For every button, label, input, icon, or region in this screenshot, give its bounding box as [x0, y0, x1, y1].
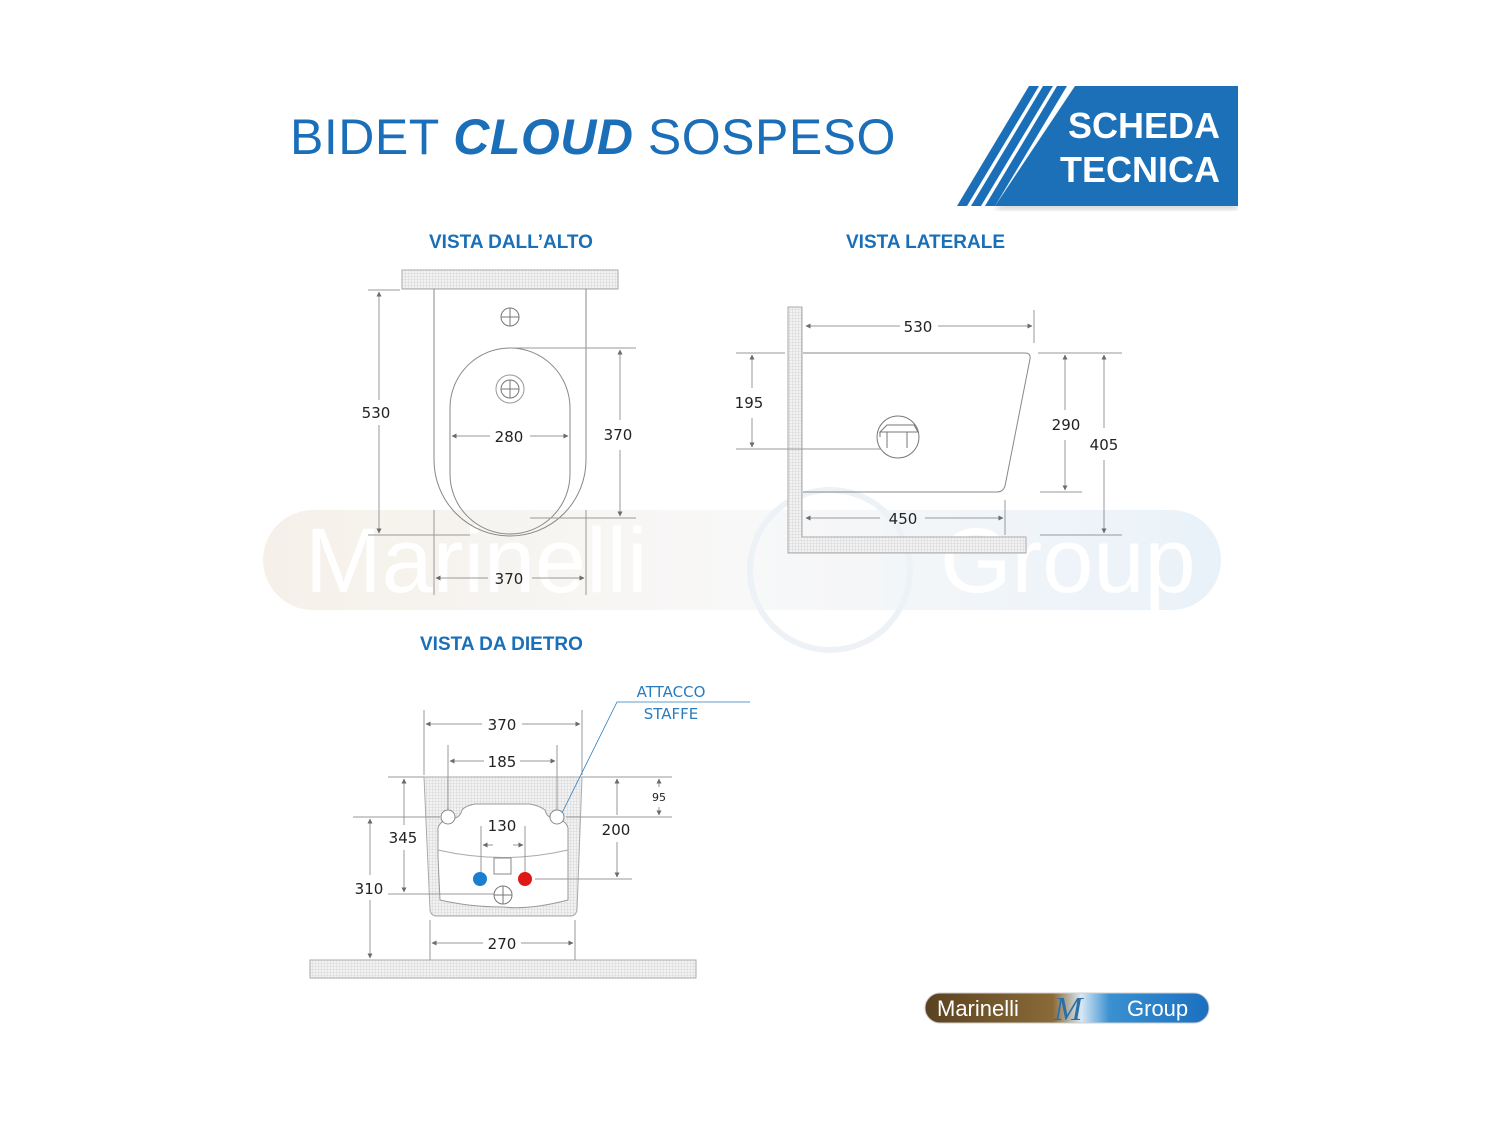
- badge-line2: TECNICA: [1060, 149, 1220, 190]
- dim-top-width: 370: [495, 570, 524, 588]
- dim-top-depth: 530: [362, 404, 391, 422]
- page-title: BIDET CLOUD SOSPESO: [290, 108, 896, 166]
- note-line1: ATTACCO: [636, 683, 706, 701]
- dim-back-bottom-width: 270: [488, 935, 517, 953]
- svg-text:Group: Group: [1127, 996, 1188, 1021]
- dim-side-top-length: 530: [904, 318, 933, 336]
- marinelli-group-logo: Marinelli M Group: [924, 991, 1210, 1028]
- dim-back-supply-spacing: 130: [488, 817, 517, 835]
- dim-side-body-height: 290: [1052, 416, 1081, 434]
- dim-back-95: 95: [652, 791, 666, 804]
- dim-back-top-width: 370: [488, 716, 517, 734]
- svg-text:Group: Group: [940, 510, 1196, 612]
- dim-side-bottom-length: 450: [889, 510, 918, 528]
- cold-water-inlet-icon: [473, 872, 487, 886]
- svg-text:Marinelli: Marinelli: [937, 996, 1019, 1021]
- view-label-side: VISTA LATERALE: [846, 232, 1006, 253]
- svg-text:M: M: [1053, 991, 1084, 1028]
- view-label-top: VISTA DALL’ALTO: [429, 232, 593, 253]
- title-suffix: SOSPESO: [633, 109, 896, 165]
- dim-back-345: 345: [389, 829, 418, 847]
- note-line2: STAFFE: [643, 705, 699, 723]
- dim-side-drain-height: 195: [735, 394, 764, 412]
- dim-side-floor-height: 405: [1090, 436, 1119, 454]
- badge-stripes-icon: [957, 86, 1238, 206]
- dim-back-bracket-spacing: 185: [488, 753, 517, 771]
- dim-top-basin-length: 370: [604, 426, 633, 444]
- dim-back-200: 200: [602, 821, 631, 839]
- hot-water-inlet-icon: [518, 872, 532, 886]
- dim-back-310: 310: [355, 880, 384, 898]
- svg-text:Marinelli: Marinelli: [305, 510, 648, 612]
- view-label-back: VISTA DA DIETRO: [420, 634, 583, 655]
- title-prefix: BIDET: [290, 109, 454, 165]
- attacco-staffe-note: ATTACCO STAFFE: [630, 681, 712, 725]
- watermark: Marinelli Group: [263, 487, 1221, 653]
- dim-top-basin-width: 280: [495, 428, 524, 446]
- badge-line1: SCHEDA: [1067, 105, 1220, 146]
- title-model: CLOUD: [453, 109, 634, 165]
